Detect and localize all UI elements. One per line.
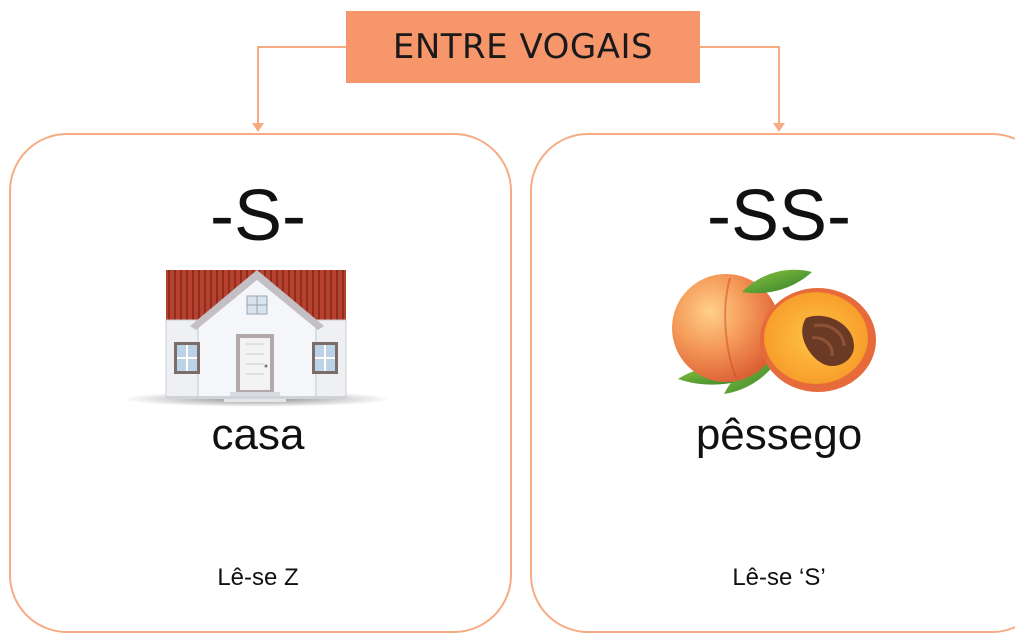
peach-icon	[672, 269, 876, 394]
house-icon	[122, 270, 392, 407]
reading-right: Lê-se ‘S’	[732, 564, 826, 591]
arrow-left-icon	[252, 123, 264, 132]
reading-left: Lê-se Z	[217, 564, 299, 591]
letter-single-s: -S-	[210, 176, 306, 256]
page-title: ENTRE VOGAIS	[392, 27, 654, 67]
title-box: ENTRE VOGAIS	[346, 11, 700, 83]
letter-double-s: -SS-	[707, 176, 851, 256]
arrow-right-icon	[773, 123, 785, 132]
connector-lines	[252, 46, 785, 132]
word-casa: casa	[211, 410, 305, 459]
word-pessego: pêssego	[695, 410, 863, 459]
card-double-s	[530, 133, 1015, 633]
